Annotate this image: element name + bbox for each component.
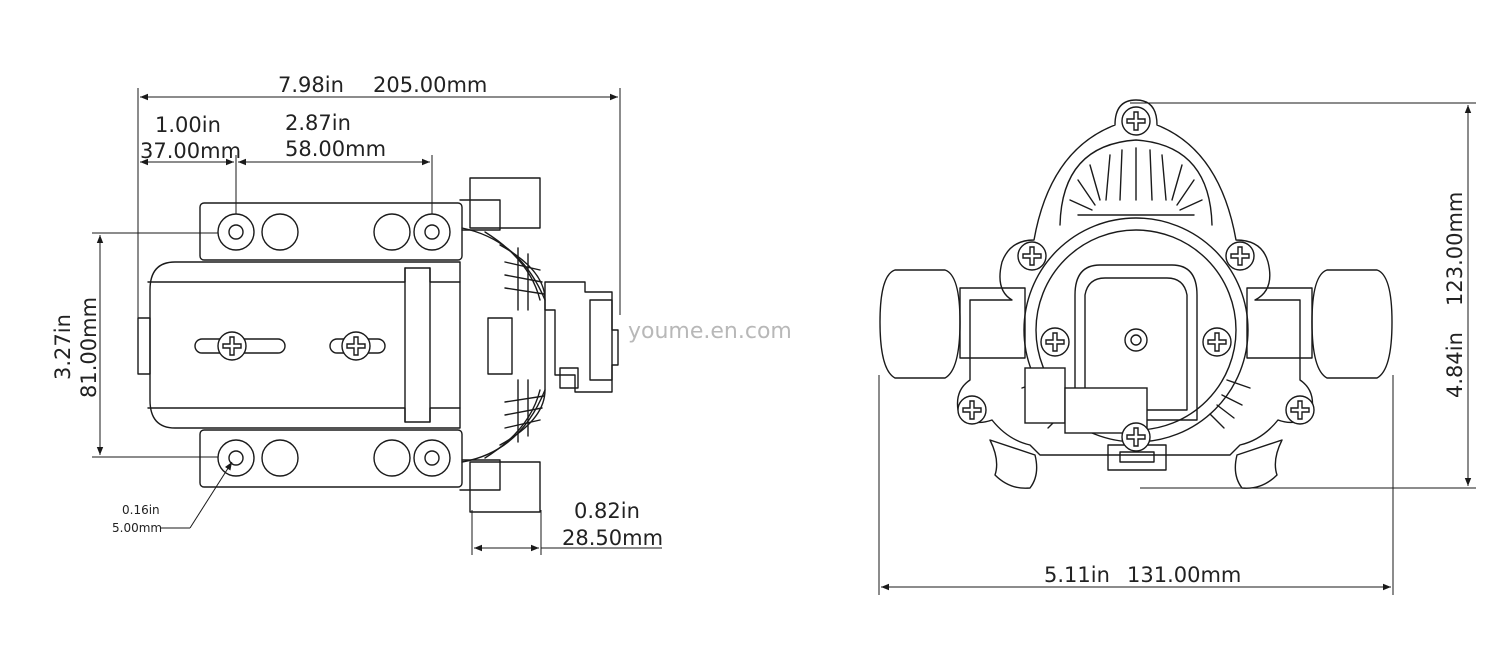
watermark-text: youme.en.com [628,319,792,344]
mount-offset-mm-label: 37.00mm [140,139,241,163]
front-view [878,99,1476,595]
front-width-mm-label: 131.00mm [1127,563,1241,587]
mount-offset-in-label: 1.00in [155,113,221,137]
overall-length-mm-label: 205.00mm [373,73,487,97]
front-width-in-label: 5.11in [1044,563,1110,587]
overall-length-in-label: 7.98in [278,73,344,97]
mount-width-in-label: 3.27in [51,314,75,380]
front-height-mm-label: 123.00mm [1443,192,1467,306]
hole-dia-in-label: 0.16in [122,503,160,517]
port-length-in-label: 0.82in [574,499,640,523]
mount-spacing-in-label: 2.87in [285,111,351,135]
mount-width-mm-label: 81.00mm [77,297,101,398]
front-height-in-label: 4.84in [1443,332,1467,398]
port-length-mm-label: 28.50mm [562,526,663,550]
side-view [92,88,662,555]
hole-dia-mm-label: 5.00mm [112,521,162,535]
mount-spacing-mm-label: 58.00mm [285,137,386,161]
